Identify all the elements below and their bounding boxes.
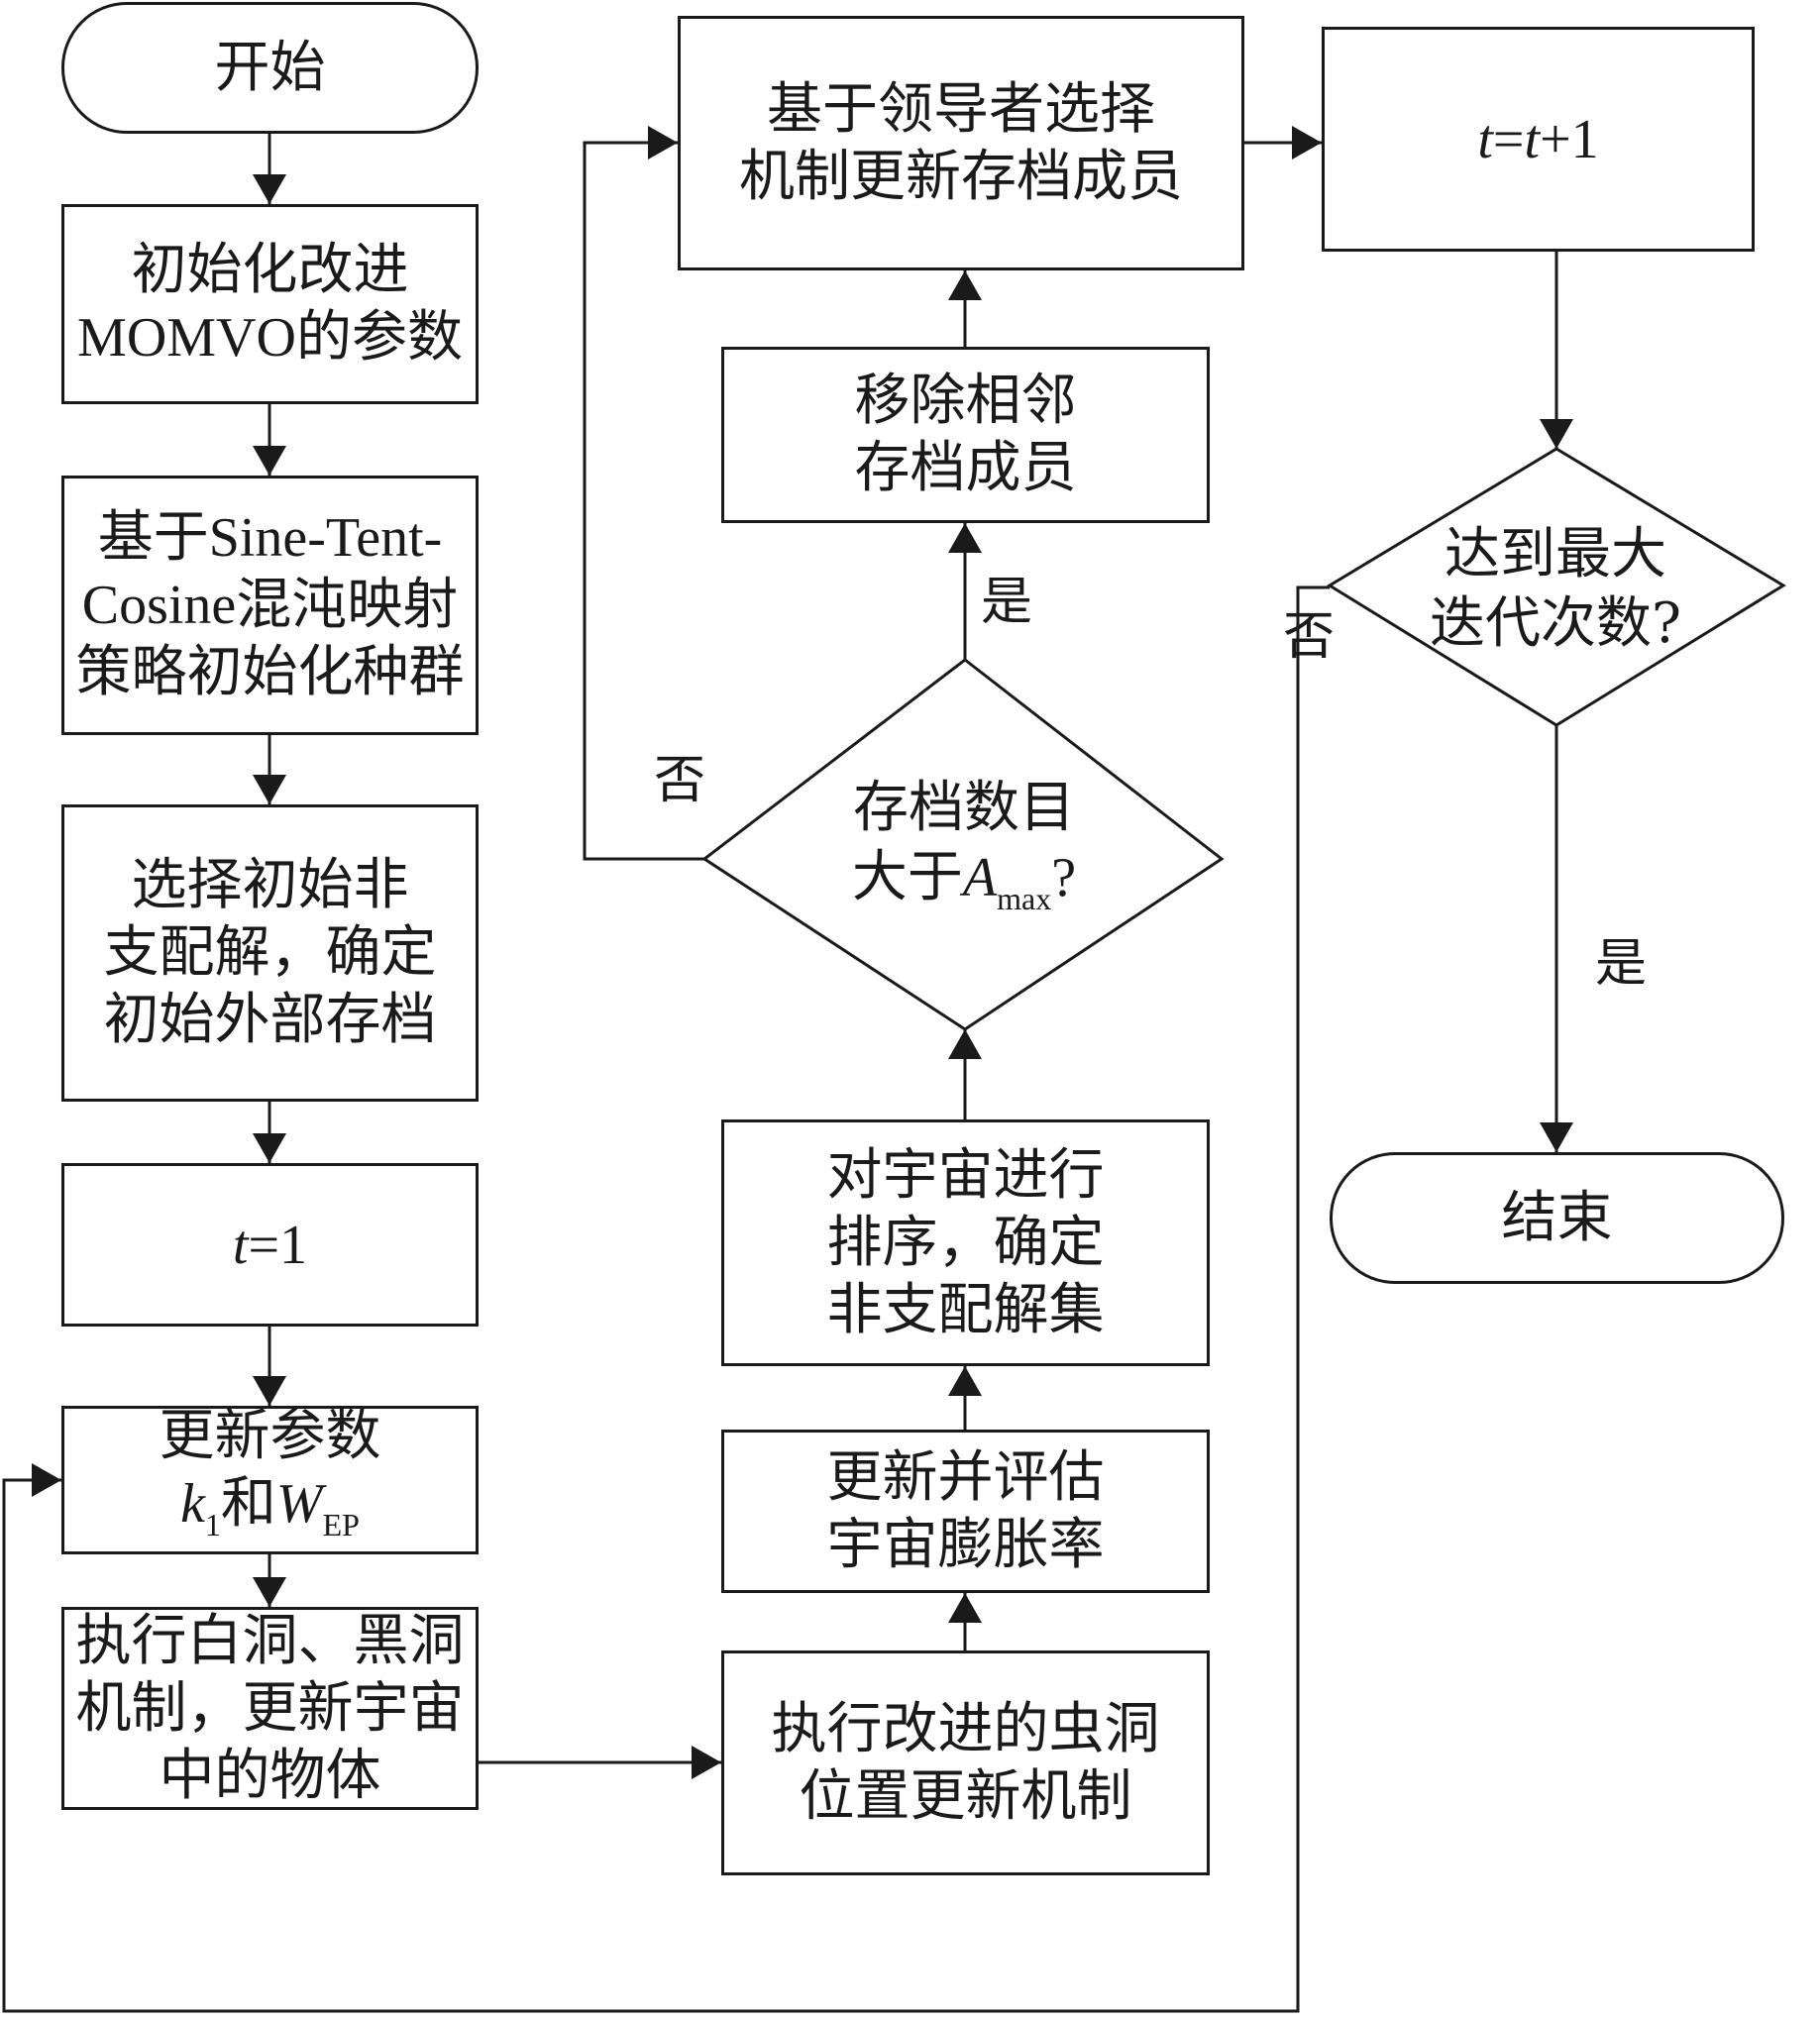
- evaluate-inflation-line-1: 更新并评估: [826, 1444, 1105, 1510]
- update-params-line-1: 更新参数: [159, 1403, 381, 1468]
- leader-update-line-2: 机制更新存档成员: [739, 144, 1183, 209]
- init-archive-line-1: 选择初始非: [131, 853, 409, 917]
- archive-check-line-2: 大于Amax?: [852, 843, 1076, 933]
- archive-no-label: 否: [654, 751, 706, 810]
- init-archive-line-3: 初始外部存档: [103, 988, 437, 1052]
- init-population-line-1: 基于Sine-Tent-: [97, 507, 443, 569]
- remove-adjacent-line-2: 存档成员: [854, 436, 1077, 500]
- arrowhead-t-increment: [1292, 126, 1322, 160]
- init-population-line-3: 策略初始化种群: [75, 640, 465, 704]
- arrowhead-leader-bottom: [948, 270, 982, 300]
- t-init-box: t=1: [61, 1163, 479, 1327]
- arrowhead-leader-left: [648, 126, 678, 160]
- remove-adjacent-box: 移除相邻 存档成员: [721, 347, 1210, 523]
- t-var: t: [232, 1214, 249, 1276]
- arrowhead-t-init: [253, 1133, 286, 1163]
- start-label: 开始: [214, 35, 326, 100]
- k-var: k: [180, 1472, 205, 1535]
- sort-universe-line-3: 非支配解集: [826, 1277, 1105, 1342]
- start-terminal: 开始: [61, 2, 479, 134]
- sort-universe-line-1: 对宇宙进行: [826, 1142, 1105, 1208]
- max-iter-line-1: 达到最大: [1445, 522, 1666, 586]
- evaluate-inflation-box: 更新并评估 宇宙膨胀率: [721, 1430, 1210, 1593]
- init-params-line-1: 初始化改进: [131, 238, 409, 302]
- t-init-formula: t=1: [233, 1212, 307, 1279]
- update-params-box: 更新参数 k1和WEP: [61, 1403, 479, 1554]
- iter-yes-label: 是: [1595, 934, 1648, 994]
- init-population-line-2: Cosine混沌映射: [81, 575, 459, 636]
- and-text: 和: [220, 1470, 276, 1536]
- a-sub: max: [997, 880, 1052, 916]
- arrowhead-remove: [948, 523, 982, 553]
- end-terminal: 结束: [1330, 1152, 1784, 1284]
- wormhole-line-2: 位置更新机制: [799, 1763, 1132, 1829]
- edge-archive-no-to-leader: [583, 141, 704, 861]
- t-increment-rest: +1: [1540, 108, 1599, 170]
- arrowhead-archive: [253, 775, 286, 804]
- white-black-hole-line-3: 中的物体: [159, 1743, 381, 1808]
- arrowhead-evaluate: [948, 1593, 982, 1623]
- arrowhead-archive-check: [948, 1029, 982, 1059]
- archive-check-suffix: ?: [1051, 846, 1077, 908]
- edge-max-iter-no-loop: [2, 585, 1330, 2013]
- arrowhead-max-iter: [1540, 419, 1573, 449]
- t-increment-formula: t=t+1: [1477, 106, 1598, 173]
- init-params-line-2: MOMVO的参数: [77, 307, 463, 369]
- archive-check-line-1: 存档数目: [853, 775, 1075, 840]
- update-params-line-2: k1和WEP: [180, 1470, 360, 1558]
- t-eq: =: [1492, 108, 1525, 170]
- sort-universe-line-2: 排序，确定: [826, 1210, 1105, 1275]
- remove-adjacent-line-1: 移除相邻: [854, 369, 1077, 433]
- w-var: W: [275, 1472, 323, 1535]
- arrowhead-sort: [948, 1366, 982, 1396]
- init-archive-box: 选择初始非 支配解，确定 初始外部存档: [61, 804, 479, 1102]
- white-black-hole-box: 执行白洞、黑洞 机制，更新宇宙 中的物体: [61, 1607, 479, 1810]
- wormhole-box: 执行改进的虫洞 位置更新机制: [721, 1650, 1210, 1875]
- archive-yes-label: 是: [981, 573, 1033, 632]
- arrowhead-wormhole: [692, 1746, 721, 1779]
- max-iter-diamond: [1327, 447, 1786, 727]
- archive-check-diamond: [701, 658, 1225, 1031]
- init-params-box: 初始化改进 MOMVO的参数: [61, 204, 479, 404]
- arrowhead-population: [253, 446, 286, 476]
- arrowhead-holes: [253, 1577, 286, 1607]
- init-population-box: 基于Sine-Tent- Cosine混沌映射 策略初始化种群: [61, 476, 479, 735]
- max-iter-check-text: 达到最大 迭代次数?: [1407, 515, 1704, 664]
- t-var-2: t: [1524, 108, 1541, 170]
- arrowhead-update-params-loop: [32, 1463, 61, 1497]
- wormhole-line-1: 执行改进的虫洞: [771, 1696, 1160, 1761]
- w-sub: EP: [322, 1506, 360, 1542]
- t-increment-box: t=t+1: [1322, 27, 1755, 252]
- leader-update-box: 基于领导者选择 机制更新存档成员: [678, 16, 1244, 270]
- arrowhead-update-params: [253, 1376, 286, 1406]
- sort-universe-box: 对宇宙进行 排序，确定 非支配解集: [721, 1119, 1210, 1366]
- leader-update-line-1: 基于领导者选择: [767, 76, 1155, 142]
- t-init-rest: =1: [248, 1214, 308, 1276]
- end-label: 结束: [1501, 1185, 1613, 1250]
- arrowhead-end: [1540, 1122, 1573, 1152]
- white-black-hole-line-1: 执行白洞、黑洞: [75, 1608, 465, 1673]
- a-var: A: [962, 846, 998, 908]
- k-sub: 1: [204, 1506, 221, 1542]
- arrowhead-init-params: [253, 174, 286, 204]
- white-black-hole-line-2: 机制，更新宇宙: [75, 1675, 465, 1741]
- iter-no-label: 否: [1283, 607, 1336, 667]
- archive-check-prefix: 大于: [851, 844, 963, 909]
- archive-check-text: 存档数目 大于Amax?: [793, 759, 1135, 947]
- max-iter-line-2: 迭代次数?: [1429, 591, 1682, 656]
- t-var-1: t: [1477, 108, 1493, 170]
- init-archive-line-2: 支配解，确定: [103, 920, 437, 985]
- evaluate-inflation-line-2: 宇宙膨胀率: [826, 1512, 1105, 1577]
